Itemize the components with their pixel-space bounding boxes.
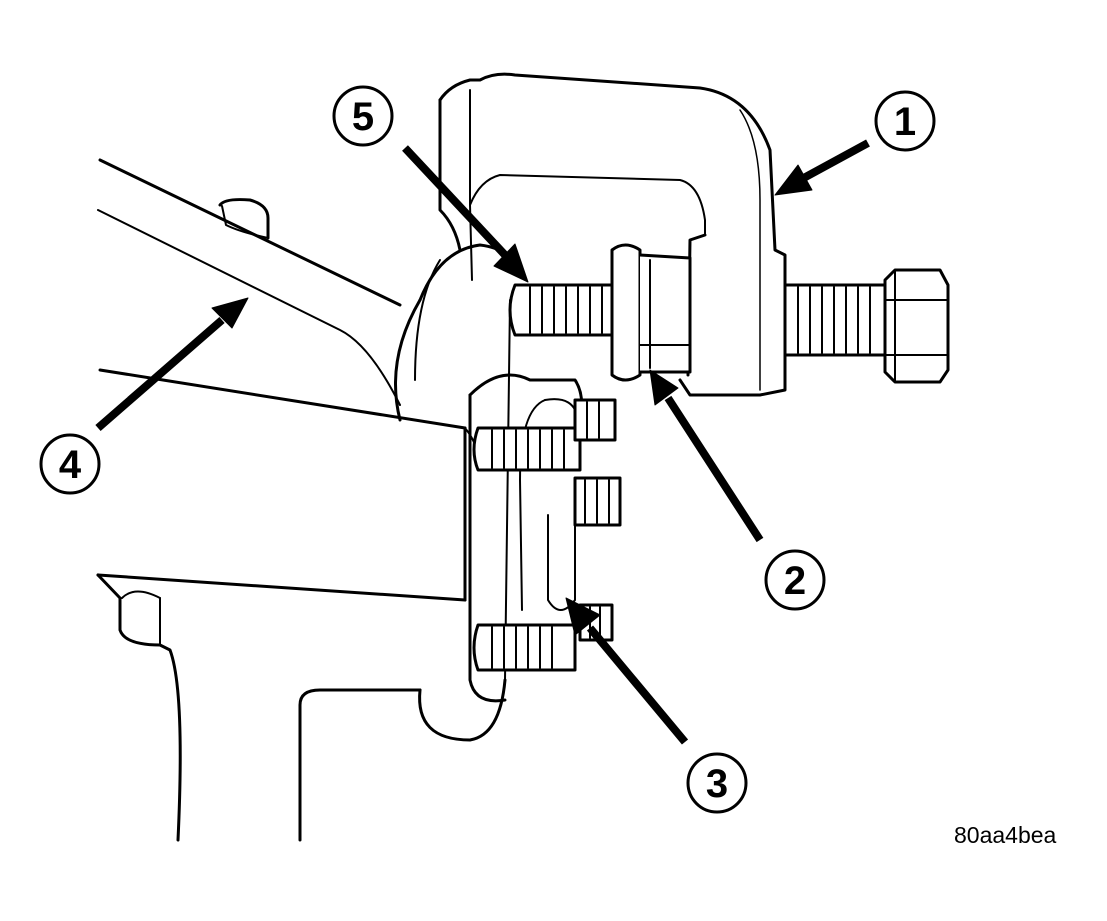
- hub-and-studs: [468, 373, 622, 703]
- leader-arrow-4: [95, 297, 249, 432]
- leader-arrow-2: [649, 369, 764, 543]
- press-c-frame: [438, 72, 787, 397]
- callout-4: 4: [39, 433, 101, 495]
- ball-joint-stud: [508, 283, 614, 337]
- control-arm: [96, 158, 479, 602]
- press-screw: [783, 268, 950, 384]
- leader-arrow-1: [774, 139, 870, 196]
- callout-3: 3: [686, 752, 748, 814]
- leader-arrow-3: [565, 597, 689, 745]
- leader-arrow-5: [402, 145, 529, 283]
- callout-3-label: 3: [706, 762, 728, 806]
- callout-4-label: 4: [59, 443, 82, 487]
- figure-id: 80aa4bea: [954, 822, 1057, 848]
- callout-2-label: 2: [784, 559, 806, 603]
- callout-5: 5: [332, 85, 394, 147]
- leader-arrows: [95, 139, 870, 745]
- callout-5-label: 5: [352, 95, 374, 139]
- receiving-cup: [610, 243, 692, 382]
- callout-1-label: 1: [894, 100, 916, 144]
- callout-2: 2: [764, 549, 826, 611]
- callout-1: 1: [874, 90, 936, 152]
- steering-knuckle-housing: [96, 573, 422, 842]
